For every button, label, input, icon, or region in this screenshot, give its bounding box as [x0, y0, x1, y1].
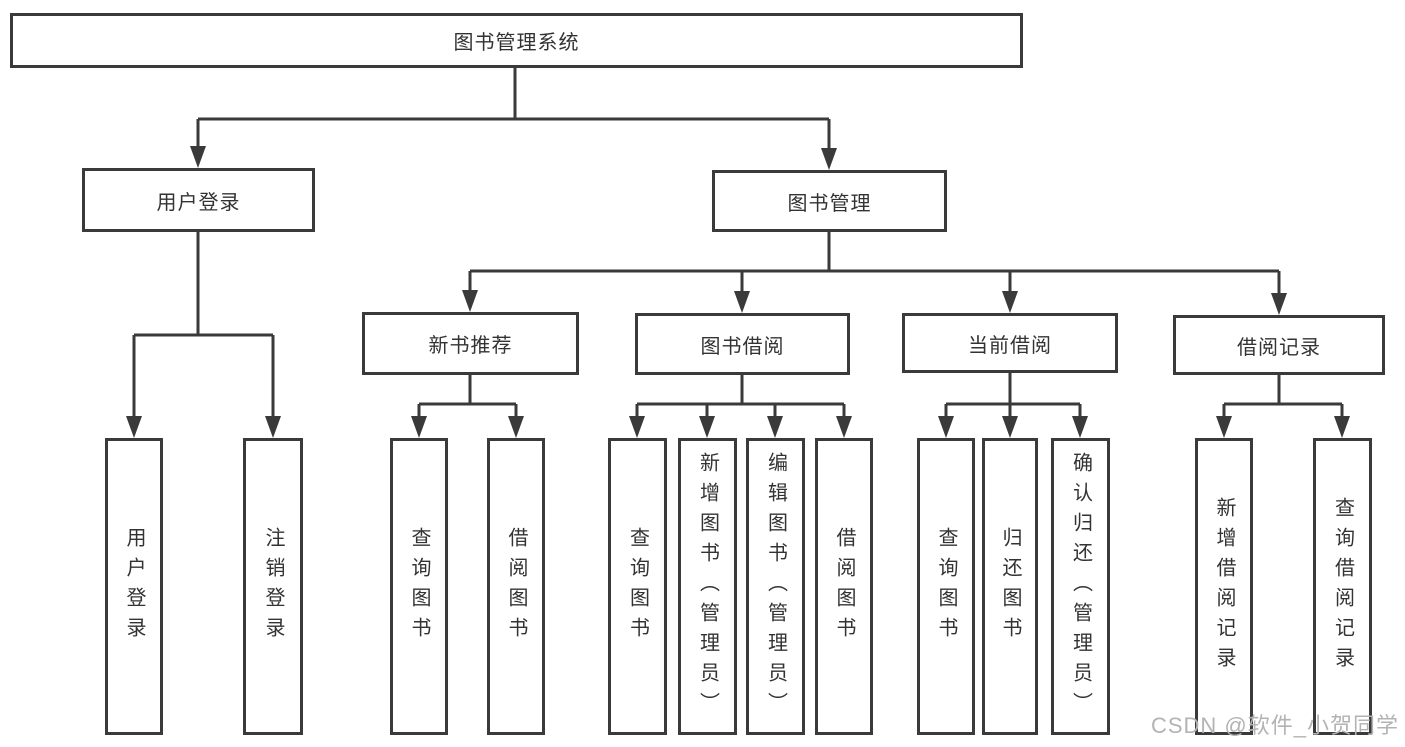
leaf-borrow-books: 借阅图书 — [815, 438, 873, 735]
arrowhead — [734, 291, 750, 313]
node-label: 查询图书 — [935, 526, 957, 647]
arrowhead — [265, 416, 281, 438]
leaf-query-books-recommend: 查询图书 — [390, 438, 448, 735]
node-label: 编辑图书（管理员） — [764, 451, 787, 722]
leaf-edit-books-admin: 编辑图书（管理员） — [746, 438, 805, 735]
leaf-logout: 注销登录 — [243, 438, 303, 735]
arrowhead — [1002, 291, 1018, 313]
arrowhead — [629, 416, 645, 438]
csdn-watermark: CSDN @软件_小贺同学 — [1150, 713, 1399, 738]
node-label: 借阅图书 — [833, 526, 855, 647]
arrowhead — [508, 416, 524, 438]
leaf-query-borrow-record: 查询借阅记录 — [1313, 438, 1372, 735]
connector-new-book-children — [417, 375, 518, 422]
node-book-borrowing: 图书借阅 — [635, 313, 850, 375]
node-label: 图书借阅 — [700, 335, 785, 358]
arrowhead — [699, 416, 715, 438]
node-label: 当前借阅 — [968, 334, 1052, 357]
node-label: 用户登录 — [156, 191, 241, 214]
leaf-add-books-admin: 新增图书（管理员） — [678, 438, 737, 735]
node-label: 注销登录 — [262, 526, 284, 647]
node-borrow-records: 借阅记录 — [1173, 315, 1385, 375]
connector-root-to-level2 — [196, 68, 831, 154]
arrowhead — [411, 416, 427, 438]
node-label: 借阅图书 — [505, 526, 527, 647]
node-root-system: 图书管理系统 — [10, 13, 1023, 68]
leaf-query-books-borrowing: 查询图书 — [608, 438, 667, 735]
leaf-query-books-current: 查询图书 — [917, 438, 975, 735]
leaf-user-login: 用户登录 — [105, 438, 163, 735]
node-label: 用户登录 — [123, 526, 145, 647]
connector-borrow-records-children — [1222, 375, 1344, 422]
arrowhead — [1216, 416, 1232, 438]
node-label: 借阅记录 — [1237, 336, 1321, 359]
node-label: 新书推荐 — [428, 335, 513, 357]
leaf-confirm-return-admin: 确认归还（管理员） — [1051, 438, 1110, 735]
node-user-login: 用户登录 — [82, 168, 315, 232]
node-label: 归还图书 — [999, 526, 1021, 647]
connector-current-borrowing-children — [944, 373, 1082, 422]
arrowhead — [462, 290, 478, 312]
arrowhead — [821, 148, 837, 170]
arrowhead — [767, 416, 783, 438]
node-label: 查询图书 — [626, 526, 649, 647]
connector-book-management-children — [468, 232, 1281, 299]
node-label: 查询借阅记录 — [1331, 496, 1354, 677]
node-new-book-recommend: 新书推荐 — [362, 312, 579, 375]
node-label: 图书管理系统 — [453, 32, 580, 54]
arrowhead — [1002, 416, 1018, 438]
node-book-management: 图书管理 — [712, 170, 947, 232]
node-current-borrowing: 当前借阅 — [902, 313, 1118, 373]
node-label: 确认归还（管理员） — [1069, 451, 1092, 722]
node-label: 查询图书 — [408, 526, 430, 647]
arrowhead — [836, 416, 852, 438]
arrowhead — [1334, 416, 1350, 438]
connector-user-login-children — [132, 232, 275, 422]
leaf-return-books: 归还图书 — [982, 438, 1038, 735]
connector-book-borrowing-children — [635, 375, 846, 422]
arrowhead — [126, 416, 142, 438]
node-label: 图书管理 — [787, 192, 872, 215]
arrowhead — [938, 416, 954, 438]
arrowhead — [1271, 293, 1287, 315]
leaf-add-borrow-record: 新增借阅记录 — [1195, 438, 1253, 735]
arrowhead — [1072, 416, 1088, 438]
node-label: 新增借阅记录 — [1213, 496, 1235, 677]
arrowhead — [190, 146, 206, 168]
node-label: 新增图书（管理员） — [696, 451, 719, 722]
leaf-borrow-books-recommend: 借阅图书 — [487, 438, 545, 735]
